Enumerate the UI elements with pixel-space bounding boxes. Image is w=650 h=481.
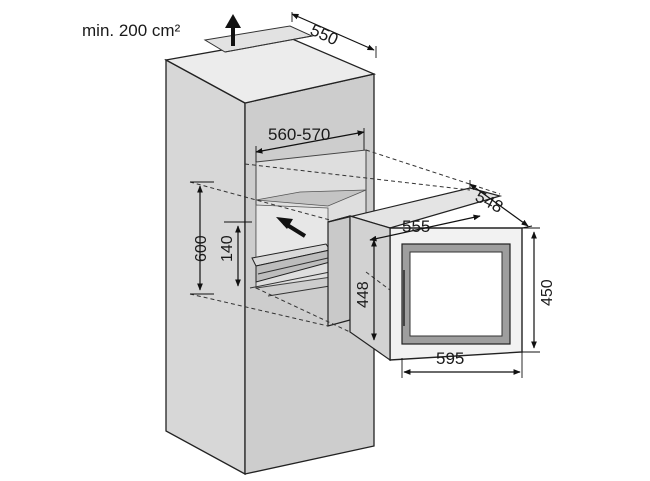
dim-unit-inner-width xyxy=(369,214,481,242)
appliance-door-glass xyxy=(409,251,503,337)
appliance-side xyxy=(327,215,351,327)
dim-depth-top xyxy=(291,12,377,58)
unit-front-height-label: 450 xyxy=(539,279,556,306)
niche-upper-shelf xyxy=(255,189,367,207)
unit-inner-width-label: 555 xyxy=(402,217,430,236)
vent-arrow xyxy=(225,14,241,46)
niche-height-label: 600 xyxy=(193,235,210,262)
drawer-rail xyxy=(257,257,329,275)
drawer-base xyxy=(267,285,331,297)
niche-width-label: 560-570 xyxy=(268,125,330,144)
dim-niche-height xyxy=(190,181,214,295)
drawer-height-label: 140 xyxy=(219,235,236,262)
push-in-arrow xyxy=(276,217,307,238)
vent-label: min. 200 cm² xyxy=(82,21,181,40)
dim-drawer-height xyxy=(224,221,252,287)
dim-unit-front-width xyxy=(401,352,523,378)
appliance xyxy=(327,187,523,362)
dim-niche-width xyxy=(255,128,365,162)
cabinet-side-face xyxy=(165,58,246,476)
unit-body-height-label: 448 xyxy=(355,281,372,308)
projection-lines xyxy=(189,149,501,333)
depth-top-label: 550 xyxy=(307,20,341,49)
drawer-bottom-rail xyxy=(249,271,331,289)
unit-front-width-label: 595 xyxy=(436,349,464,368)
dim-unit-front-height xyxy=(522,227,540,353)
